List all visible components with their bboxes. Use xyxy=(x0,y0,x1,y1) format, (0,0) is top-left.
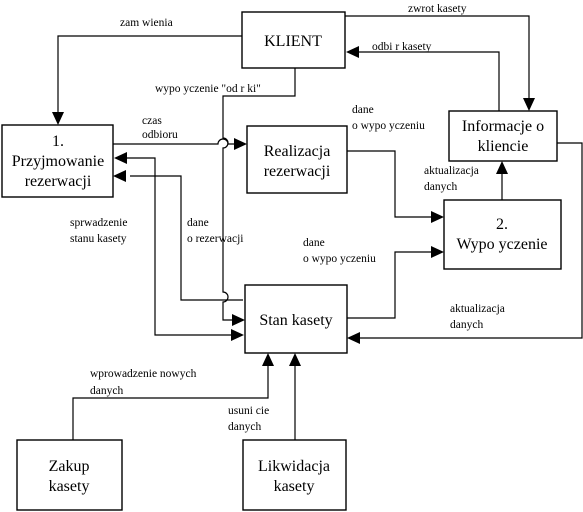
label-dane-o-wypozyczeniu-2: dane o wypo yczeniu xyxy=(303,237,376,265)
text-line: rezerwacji xyxy=(264,163,331,180)
text-line: dane xyxy=(187,217,209,229)
node-przyjmowanie-rezerwacji: 1. Przyjmowanie rezerwacji xyxy=(1,124,114,198)
text-line: Przyjmowanie xyxy=(12,153,104,170)
text-line: o rezerwacji xyxy=(187,233,244,245)
arrowhead xyxy=(496,161,508,174)
flow-czas-odbioru xyxy=(113,138,236,145)
text-line: sprwadzenie xyxy=(70,217,127,229)
node-stan-kasety-label: Stan kasety xyxy=(259,312,332,329)
text-line: usuni cie xyxy=(228,405,269,417)
node-klient-label: KLIENT xyxy=(264,33,322,50)
arrowhead xyxy=(114,152,127,164)
text-line: wypo yczenie "od r ki" xyxy=(155,83,261,95)
flow-wypozyczenie-od-reki xyxy=(222,68,296,321)
text-line: o wypo yczeniu xyxy=(352,120,425,132)
text-line: odbioru xyxy=(142,129,178,141)
text-line: Zakup xyxy=(49,458,90,475)
arrowhead xyxy=(232,314,245,326)
node-likwidacja-label: Likwidacja kasety xyxy=(258,458,330,495)
flow-dane-o-wypozyczeniu-1 xyxy=(347,150,432,218)
arrowhead xyxy=(523,98,535,111)
text-line: czas xyxy=(142,115,162,127)
text-line: stanu kasety xyxy=(70,233,127,245)
node-stan-kasety: Stan kasety xyxy=(244,284,348,354)
label-dane-o-rezerwacji: dane o rezerwacji xyxy=(187,217,244,245)
text-line: KLIENT xyxy=(264,33,322,50)
node-realizacja-label: Realizacja rezerwacji xyxy=(264,143,331,180)
text-line: Likwidacja xyxy=(258,458,330,475)
text-line: danych xyxy=(424,181,457,193)
text-line: kliencie xyxy=(478,138,529,155)
node-likwidacja-kasety: Likwidacja kasety xyxy=(242,439,347,511)
arrowhead xyxy=(52,112,64,125)
arrowhead xyxy=(262,353,274,366)
label-aktualizacja-danych-1: aktualizacja danych xyxy=(424,165,479,193)
label-zamowienia: zam wienia xyxy=(120,17,173,29)
text-line: zwrot kasety xyxy=(408,3,467,15)
arrowhead xyxy=(231,329,244,341)
text-line: danych xyxy=(450,319,483,331)
node-zakup-kasety: Zakup kasety xyxy=(16,439,123,511)
text-line: Realizacja xyxy=(264,143,331,160)
text-line: kasety xyxy=(49,478,90,495)
label-odbior-kasety: odbi r kasety xyxy=(372,41,432,53)
flow-sprawdzenie xyxy=(154,197,232,336)
label-wypozyczenie-od-reki: wypo yczenie "od r ki" xyxy=(155,83,261,95)
arrowhead xyxy=(113,170,126,182)
arrowhead xyxy=(431,246,444,258)
text-line: zam wienia xyxy=(120,17,173,29)
label-dane-o-wypozyczeniu-1: dane o wypo yczeniu xyxy=(352,104,425,132)
flow-dane-o-wypozyczeniu-2 xyxy=(347,251,432,319)
connectors xyxy=(57,15,583,440)
text-line: 2. xyxy=(496,216,508,233)
node-realizacja-rezerwacji: Realizacja rezerwacji xyxy=(246,125,348,194)
text-line: danych xyxy=(228,421,261,433)
flow-zamowienia xyxy=(57,35,242,114)
text-line: dane xyxy=(352,104,374,116)
label-czas-odbioru: czas odbioru xyxy=(142,115,178,141)
label-aktualizacja-danych-2: aktualizacja danych xyxy=(450,303,505,331)
label-wprowadzenie-nowych-danych: wprowadzenie nowych danych xyxy=(90,368,197,397)
text-line: 1. xyxy=(52,133,64,150)
flow-sprawdzenie-return xyxy=(125,157,156,197)
node-informacje-o-kliencie: Informacje o kliencie xyxy=(448,110,558,162)
flow-odbior-kasety xyxy=(355,51,500,112)
text-line: odbi r kasety xyxy=(372,41,432,53)
node-zakup-label: Zakup kasety xyxy=(49,458,90,495)
text-line: dane xyxy=(303,237,325,249)
flow-aktualizacja-2 xyxy=(358,142,583,339)
arrowheads xyxy=(52,46,535,366)
text-line: aktualizacja xyxy=(450,303,505,315)
arrowhead xyxy=(431,211,444,223)
node-klient: KLIENT xyxy=(241,11,346,69)
text-line: wprowadzenie nowych xyxy=(90,368,197,380)
arrowhead xyxy=(289,353,301,366)
label-usuniecie-danych: usuni cie danych xyxy=(228,405,269,433)
arrowhead xyxy=(346,46,359,58)
node-przyjmowanie-label: 1. Przyjmowanie rezerwacji xyxy=(12,133,104,190)
text-line: o wypo yczeniu xyxy=(303,253,376,265)
node-wypozyczenie: 2. Wypo yczenie xyxy=(443,199,562,270)
text-line: rezerwacji xyxy=(25,173,92,190)
text-line: kasety xyxy=(274,478,315,495)
arrowhead xyxy=(347,332,360,344)
text-line: danych xyxy=(90,385,123,397)
arrowhead xyxy=(234,138,247,150)
flow-wprowadzenie xyxy=(72,365,269,440)
text-line: Wypo yczenie xyxy=(457,236,548,253)
text-line: Informacje o xyxy=(462,118,544,135)
node-wypozyczenie-label: 2. Wypo yczenie xyxy=(457,216,548,253)
flow-zwrot-kasety xyxy=(345,15,530,100)
text-line: aktualizacja xyxy=(424,165,479,177)
text-line: Stan kasety xyxy=(259,312,332,329)
node-informacje-label: Informacje o kliencie xyxy=(462,118,544,155)
label-zwrot-kasety: zwrot kasety xyxy=(408,3,467,15)
label-sprawdzenie-stanu: sprwadzenie stanu kasety xyxy=(70,217,127,245)
